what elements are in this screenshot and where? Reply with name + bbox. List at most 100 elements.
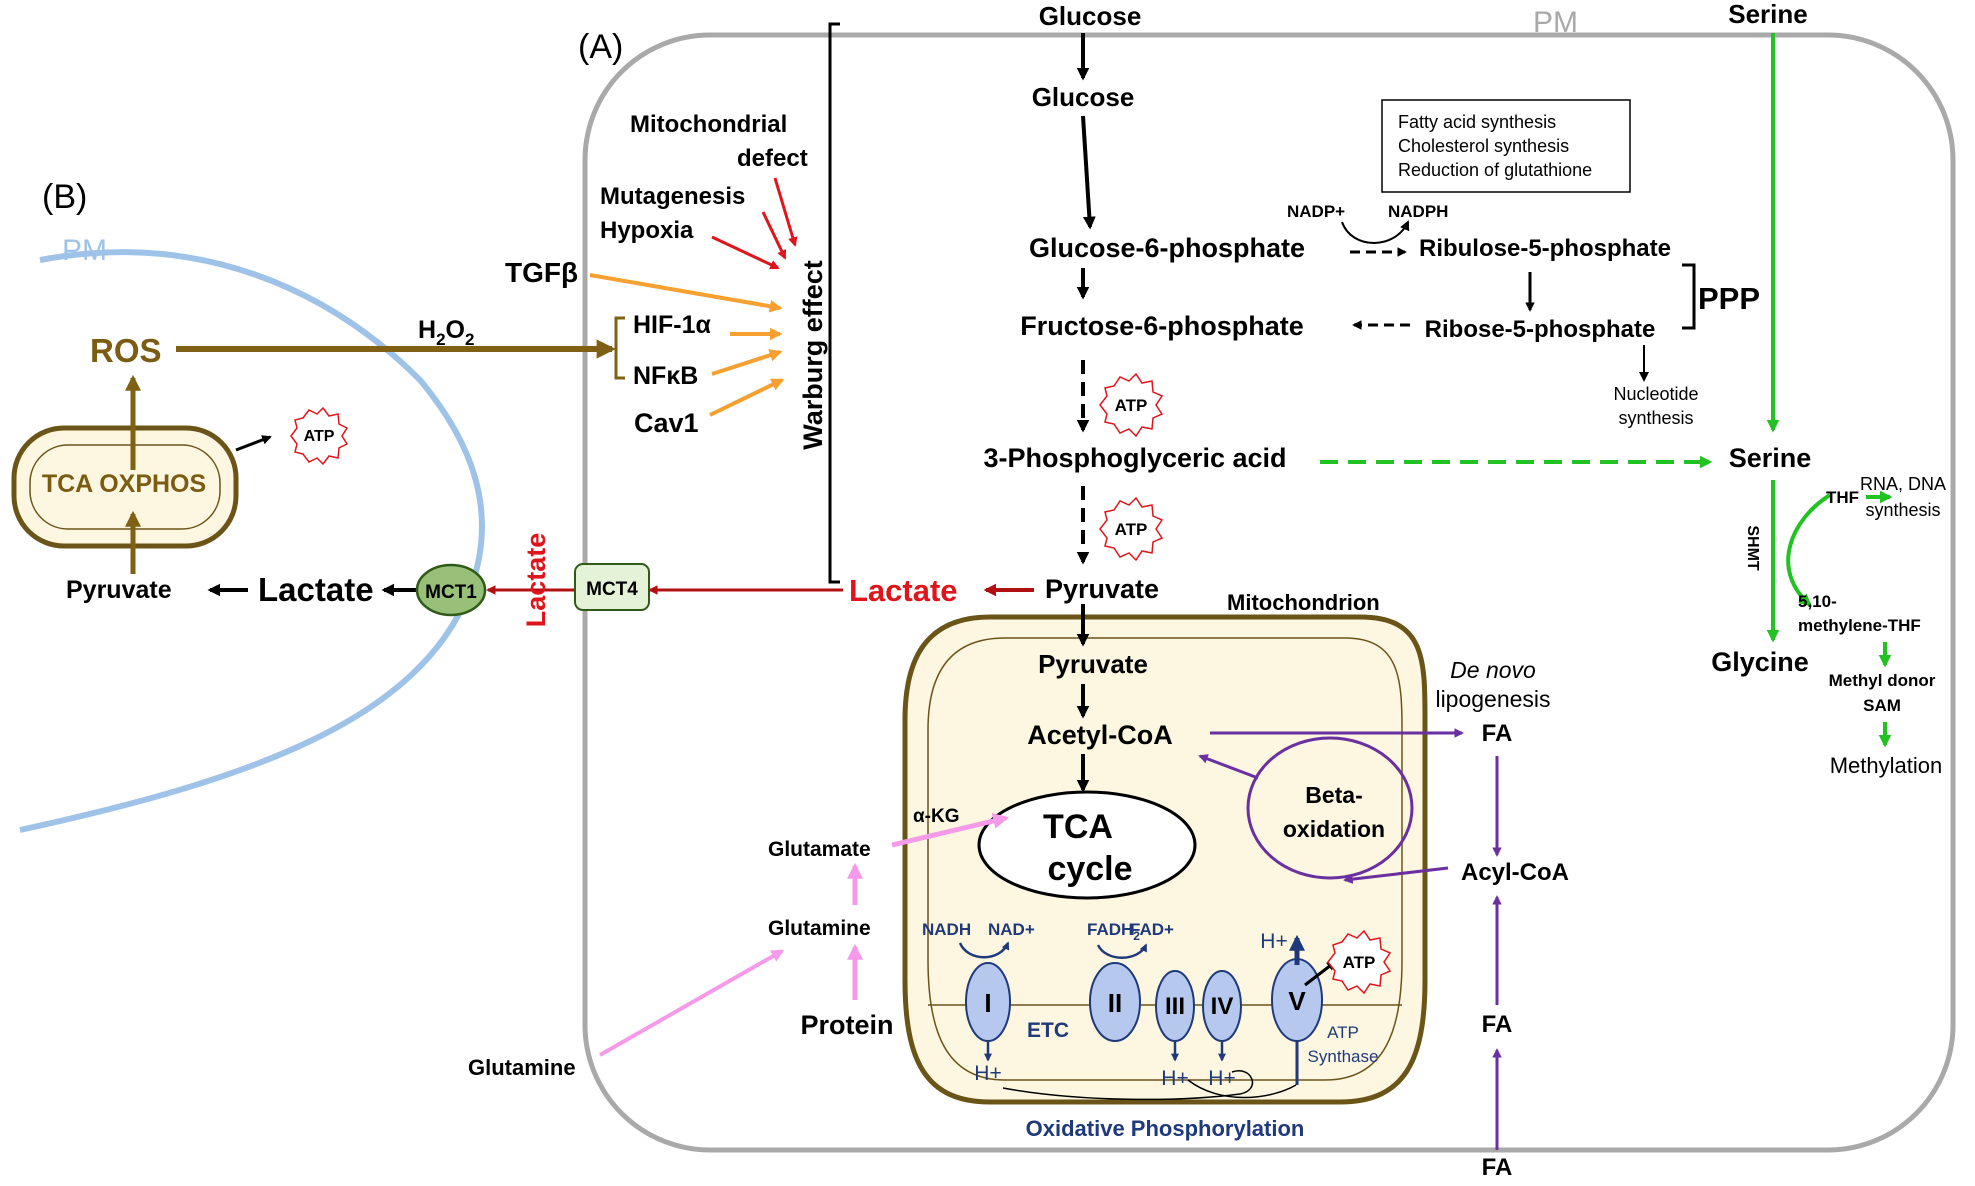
h2o2-label: H2O2 bbox=[418, 316, 474, 349]
hplus-iii-label: H+ bbox=[1161, 1067, 1188, 1090]
fadh-label: FADH2 bbox=[1087, 920, 1140, 943]
panel-b-label: (B) bbox=[42, 178, 87, 216]
complex-v: V bbox=[1271, 958, 1323, 1042]
nfkb-label: NFκB bbox=[633, 362, 698, 390]
mitochondrion-inner bbox=[927, 637, 1403, 1081]
arrow-mito-defect bbox=[773, 177, 798, 247]
cell-b-pm-label: PM bbox=[62, 234, 107, 267]
ribose-label: Ribose-5-phosphate bbox=[1425, 316, 1656, 343]
atp-badge-pga: ATP bbox=[1099, 496, 1164, 562]
complex-iv-label: IV bbox=[1211, 993, 1234, 1020]
arrow-glutamate-tca bbox=[891, 813, 1010, 848]
tca-oxphos-label: TCA OXPHOS bbox=[42, 470, 206, 498]
mct1-transporter bbox=[415, 563, 487, 617]
lipogenesis-label: lipogenesis bbox=[1435, 686, 1550, 712]
ppp-products-box bbox=[1381, 99, 1631, 193]
proton-return-line bbox=[1002, 1070, 1297, 1101]
nadp-nadph-arrow bbox=[1341, 220, 1410, 244]
complex-iii: III bbox=[1155, 970, 1195, 1042]
nadh-label: NADH bbox=[922, 920, 971, 939]
mito-defect-label-2: defect bbox=[737, 145, 808, 172]
glutamine-out-label: Glutamine bbox=[468, 1055, 576, 1080]
lactate-cyto-label: Lactate bbox=[849, 573, 958, 608]
ros-label: ROS bbox=[90, 332, 162, 369]
complex-iii-label: III bbox=[1165, 993, 1185, 1020]
f6p-label: Fructose-6-phosphate bbox=[1020, 311, 1304, 341]
serine-outside-label: Serine bbox=[1728, 0, 1808, 29]
atp-badge-f6p: ATP bbox=[1099, 372, 1164, 438]
cell-b-membrane bbox=[19, 249, 485, 833]
tgfb-label: TGFβ bbox=[505, 257, 578, 288]
arrow-hypoxia bbox=[711, 235, 780, 270]
tca-label-1: TCA bbox=[1043, 808, 1113, 846]
beta-ox-label-1: Beta- bbox=[1305, 782, 1363, 808]
nadh-nad-arrow bbox=[958, 941, 1010, 959]
mitochondrion-label: Mitochondrion bbox=[1227, 590, 1380, 615]
arrow-betaox-acetyl bbox=[1198, 754, 1259, 780]
atp-mito-label: ATP bbox=[1343, 953, 1376, 972]
arrow-mutagenesis bbox=[761, 211, 787, 260]
hplus-iv-label: H+ bbox=[1208, 1067, 1235, 1090]
complex-i-label: I bbox=[984, 988, 991, 1018]
methyl-donor-label-2: SAM bbox=[1863, 696, 1901, 715]
glucose-outside-label: Glucose bbox=[1039, 1, 1142, 31]
acyl-coa-label: Acyl-CoA bbox=[1461, 859, 1569, 886]
mct4-label: MCT4 bbox=[586, 579, 638, 600]
tca-oxphos-outer bbox=[11, 425, 239, 549]
thf-cycle-arc bbox=[1786, 493, 1832, 607]
beta-ox-label-2: oxidation bbox=[1283, 816, 1385, 842]
ppp-label: PPP bbox=[1698, 281, 1760, 316]
atp-cell-b-label: ATP bbox=[304, 428, 335, 445]
acetyl-coa-label: Acetyl-CoA bbox=[1027, 720, 1173, 750]
ppp-bracket bbox=[1682, 263, 1696, 330]
arrow-glucose-g6p bbox=[1081, 115, 1096, 230]
shmt-label: SHMT bbox=[1744, 525, 1761, 571]
methylene-label-2: methylene-THF bbox=[1798, 616, 1921, 635]
ribulose-label: Ribulose-5-phosphate bbox=[1419, 235, 1671, 262]
complex-i: I bbox=[965, 962, 1011, 1042]
hif-nfkb-bracket bbox=[614, 316, 625, 380]
de-novo-label: De novo bbox=[1450, 657, 1536, 683]
etc-label: ETC bbox=[1027, 1019, 1069, 1042]
atp-synthase-label-1: ATP bbox=[1327, 1023, 1359, 1042]
pyruvate-cyto-label: Pyruvate bbox=[1045, 574, 1159, 604]
complex-v-label: V bbox=[1288, 986, 1306, 1016]
arrow-v-atp bbox=[1304, 960, 1337, 987]
lactate-cell-b-label: Lactate bbox=[258, 571, 374, 608]
nucleotide-label-1: Nucleotide bbox=[1613, 384, 1698, 404]
beta-oxidation-cycle bbox=[1246, 736, 1414, 880]
hypoxia-label: Hypoxia bbox=[600, 217, 694, 244]
fa-label-2: FA bbox=[1482, 1011, 1513, 1038]
cav1-label: Cav1 bbox=[634, 408, 699, 438]
serine-label: Serine bbox=[1729, 443, 1812, 473]
methylene-label-1: 5,10- bbox=[1798, 592, 1837, 611]
pyruvate-mito-label: Pyruvate bbox=[1038, 649, 1148, 679]
fa-label-1: FA bbox=[1482, 720, 1513, 747]
glutamine-in-label: Glutamine bbox=[768, 917, 871, 940]
complex-iv: IV bbox=[1202, 970, 1242, 1042]
tca-oxphos-inner bbox=[29, 444, 221, 530]
protein-label: Protein bbox=[800, 1010, 893, 1040]
oxphos-label: Oxidative Phosphorylation bbox=[1026, 1116, 1305, 1141]
fadh-fad-arrow bbox=[1096, 943, 1148, 959]
glucose-label: Glucose bbox=[1032, 82, 1135, 112]
mutagenesis-label: Mutagenesis bbox=[600, 183, 745, 210]
glycine-label: Glycine bbox=[1711, 647, 1809, 677]
arrow-glutamine-uptake bbox=[599, 949, 785, 1057]
arrow-tcaoxphos-atp bbox=[235, 435, 272, 452]
complex-ii: II bbox=[1089, 962, 1141, 1042]
arrow-nfkb bbox=[711, 349, 783, 376]
nucleotide-label-2: synthesis bbox=[1618, 408, 1693, 428]
akg-label: α-KG bbox=[913, 806, 960, 827]
hif-label: HIF-1α bbox=[633, 311, 712, 339]
tca-label-2: cycle bbox=[1047, 850, 1132, 888]
nadp-label: NADP+ bbox=[1287, 202, 1345, 221]
mct1-label: MCT1 bbox=[425, 582, 477, 603]
arrow-acylcoa-betaox bbox=[1343, 866, 1449, 884]
ppp-box-line-1: Fatty acid synthesis bbox=[1398, 112, 1556, 132]
thf-label: THF bbox=[1826, 488, 1859, 507]
complex-ii-label: II bbox=[1108, 988, 1122, 1018]
arrow-tgfb bbox=[589, 273, 783, 313]
nad-label: NAD+ bbox=[988, 920, 1035, 939]
